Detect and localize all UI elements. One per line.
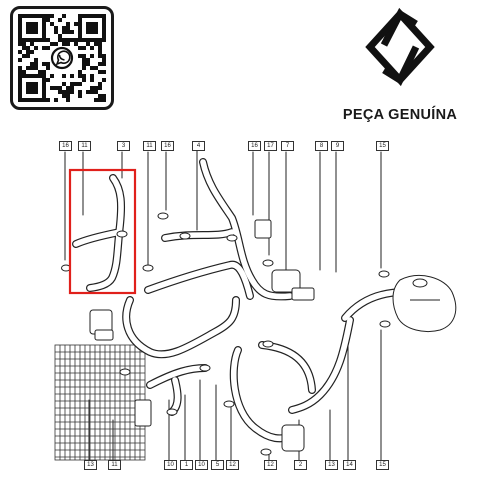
callout-top-2: 11 <box>78 141 91 151</box>
callout-top-1: 16 <box>59 141 72 151</box>
qr-code-icon <box>18 14 106 102</box>
callout-bottom-12: 15 <box>376 460 389 470</box>
callout-bottom-9: 2 <box>294 460 307 470</box>
callout-bottom-1: 13 <box>84 460 97 470</box>
callout-bottom-8: 12 <box>264 460 277 470</box>
callout-bottom-7: 12 <box>226 460 239 470</box>
qr-code-frame[interactable] <box>10 6 114 110</box>
callout-bottom-11: 14 <box>343 460 356 470</box>
genuine-part-label: PEÇA GENUÍNA <box>342 107 458 123</box>
highlighted-part-box <box>68 168 137 295</box>
callout-top-11: 9 <box>331 141 344 151</box>
callout-bottom-3: 10 <box>164 460 177 470</box>
callout-top-5: 16 <box>161 141 174 151</box>
callout-bottom-4: 1 <box>180 460 193 470</box>
callout-bottom-5: 10 <box>195 460 208 470</box>
radiator <box>54 344 146 461</box>
callout-top-6: 4 <box>192 141 205 151</box>
callout-top-12: 15 <box>376 141 389 151</box>
callout-top-10: 8 <box>315 141 328 151</box>
callout-top-9: 7 <box>281 141 294 151</box>
callout-bottom-2: 11 <box>108 460 121 470</box>
callout-bottom-10: 13 <box>325 460 338 470</box>
callout-top-7: 16 <box>248 141 261 151</box>
callout-top-8: 17 <box>264 141 277 151</box>
callout-top-4: 11 <box>143 141 156 151</box>
callout-top-3: 3 <box>117 141 130 151</box>
callout-bottom-6: 5 <box>211 460 224 470</box>
